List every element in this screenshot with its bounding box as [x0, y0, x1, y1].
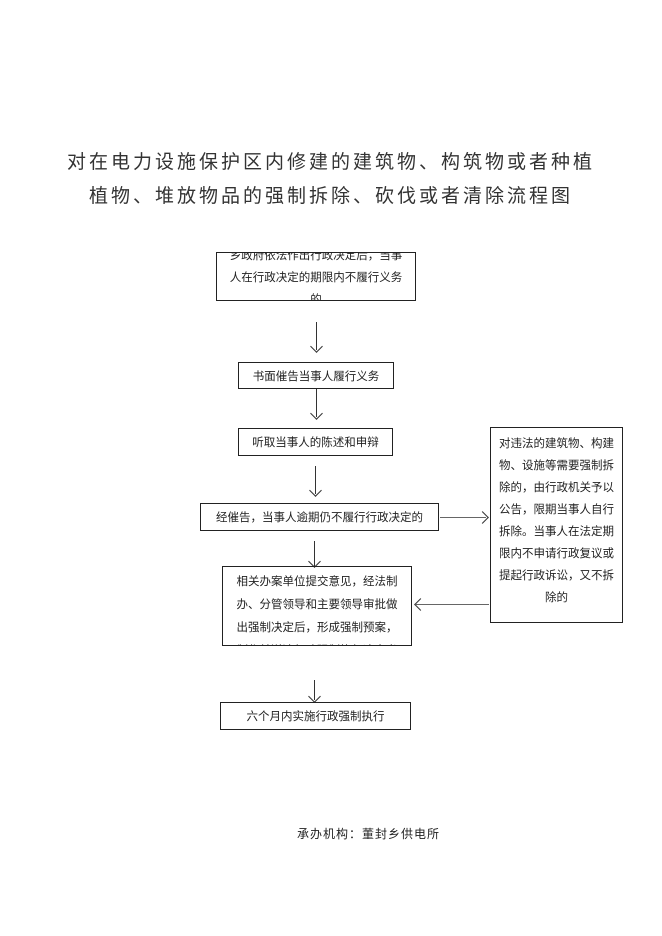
step-approval-box: 相关办案单位提交意见，经法制办、分管领导和主要领导审批做出强制决定后，形成强制预…	[222, 566, 412, 646]
title-line-2: 植物、堆放物品的强制拆除、砍伐或者清除流程图	[88, 185, 573, 207]
footer-organization: 承办机构：董封乡供电所	[297, 827, 441, 841]
step-text: 六个月内实施行政强制执行	[246, 709, 385, 723]
arrow-line	[440, 517, 486, 519]
arrow-line	[316, 322, 318, 350]
arrow-down-icon	[309, 484, 322, 497]
step-text: 乡政府依法作出行政决定后，当事人在行政决定的期限内不履行义务的	[229, 252, 403, 301]
arrow-left-icon	[414, 598, 427, 611]
arrow-line	[316, 389, 318, 417]
step-execution-box: 六个月内实施行政强制执行	[220, 702, 411, 730]
arrow-down-icon	[308, 690, 321, 703]
step-decision-box: 乡政府依法作出行政决定后，当事人在行政决定的期限内不履行义务的	[216, 252, 416, 301]
step-text: 相关办案单位提交意见，经法制办、分管领导和主要领导审批做出强制决定后，形成强制预…	[236, 574, 398, 645]
side-notice-box: 对违法的建筑物、构建物、设施等需要强制拆除的，由行政机关予以公告，限期当事人自行…	[490, 427, 623, 623]
side-text: 对违法的建筑物、构建物、设施等需要强制拆除的，由行政机关予以公告，限期当事人自行…	[499, 436, 614, 604]
arrow-down-icon	[310, 340, 323, 353]
step-text: 书面催告当事人履行义务	[252, 368, 380, 383]
step-text: 经催告，当事人逾期仍不履行行政决定的	[216, 510, 423, 524]
arrow-down-icon	[310, 407, 323, 420]
step-hearing-box: 听取当事人的陈述和申辩	[238, 428, 393, 456]
step-text: 听取当事人的陈述和申辩	[252, 435, 379, 449]
arrow-right-icon	[476, 511, 489, 524]
arrow-line	[314, 541, 316, 566]
arrow-line	[314, 680, 316, 700]
step-overdue-box: 经催告，当事人逾期仍不履行行政决定的	[200, 503, 439, 531]
arrow-line	[315, 466, 317, 494]
title-line-1: 对在电力设施保护区内修建的建筑物、构筑物或者种植	[66, 151, 595, 173]
step-reminder-box: 书面催告当事人履行义务	[238, 362, 394, 389]
arrow-line	[416, 604, 489, 606]
